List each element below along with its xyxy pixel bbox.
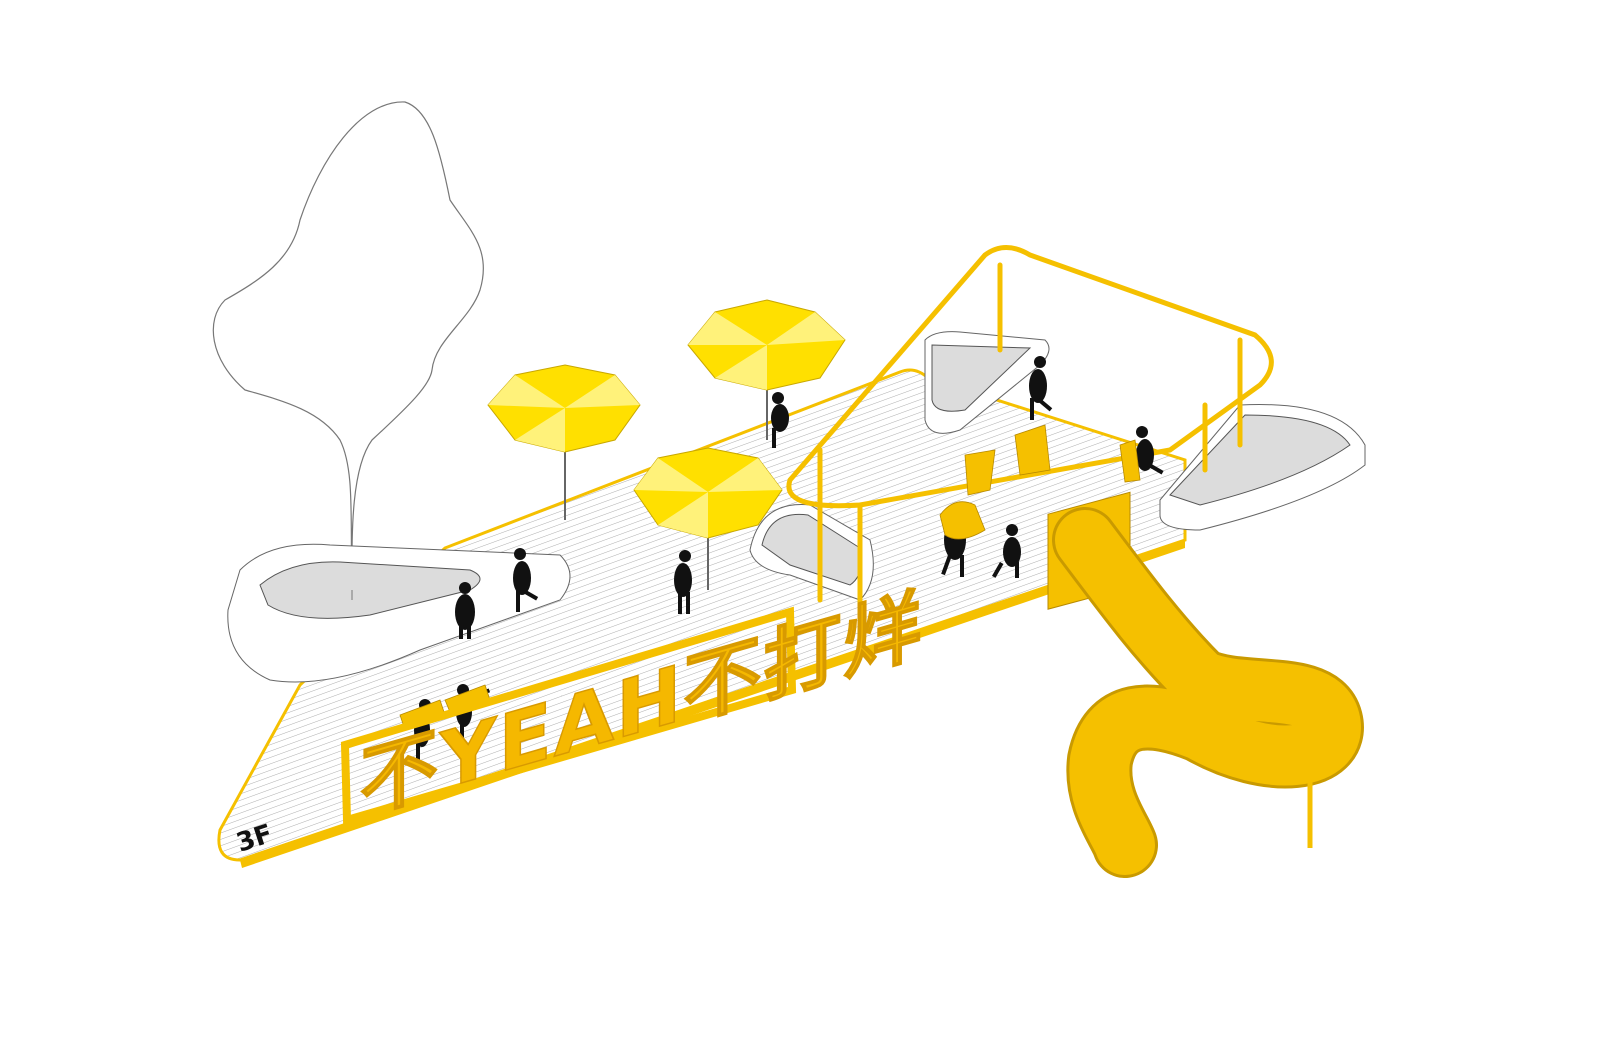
railing [786, 245, 1274, 643]
person-silhouette [1136, 426, 1164, 475]
umbrella [487, 364, 641, 520]
yellow-seats [399, 424, 1141, 731]
planter-top [924, 331, 1050, 434]
person-silhouette [1029, 356, 1053, 420]
umbrella [687, 299, 846, 440]
tree-planter [227, 543, 571, 683]
person-silhouette [513, 548, 539, 612]
person-silhouette [674, 550, 692, 614]
tree-outline [212, 101, 484, 591]
person-silhouette [771, 392, 789, 448]
person-silhouette [992, 524, 1021, 578]
planter-right [1159, 404, 1366, 531]
tube-slide [1047, 491, 1364, 878]
umbrella [633, 447, 783, 590]
person-silhouette [455, 582, 475, 639]
